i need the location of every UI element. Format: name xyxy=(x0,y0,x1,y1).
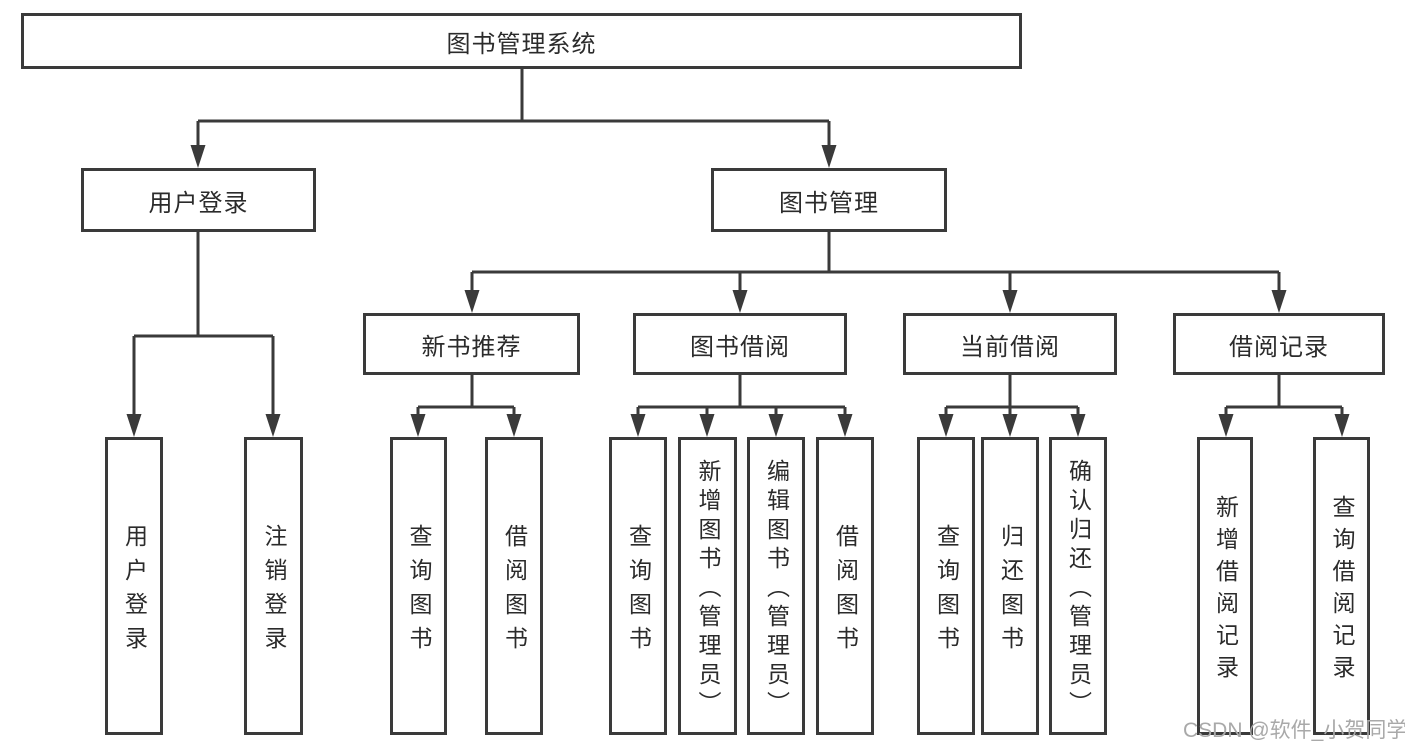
leaf-label: 新增图书（管理员） xyxy=(695,458,721,720)
leaf-label: 借阅图书 xyxy=(832,523,859,660)
leaf-edit-book-admin: 编辑图书（管理员） xyxy=(747,437,805,735)
leaf-return-books: 归还图书 xyxy=(981,437,1039,735)
node-label: 用户登录 xyxy=(148,189,249,217)
leaf-logout: 注销登录 xyxy=(244,437,303,735)
node-label: 借阅记录 xyxy=(1229,333,1329,361)
leaf-query-borrow-record: 查询借阅记录 xyxy=(1313,437,1370,735)
leaf-label: 查询图书 xyxy=(406,523,432,660)
leaf-query-books-recommend: 查询图书 xyxy=(390,437,447,735)
node-label: 当前借阅 xyxy=(960,333,1060,361)
leaf-label: 用户登录 xyxy=(121,523,148,660)
leaf-confirm-return-admin: 确认归还（管理员） xyxy=(1049,437,1107,735)
node-library-management-system: 图书管理系统 xyxy=(21,13,1022,69)
leaf-label: 确认归还（管理员） xyxy=(1065,458,1092,720)
node-current-borrowing: 当前借阅 xyxy=(903,313,1117,375)
leaf-label: 借阅图书 xyxy=(501,523,528,660)
leaf-label: 查询图书 xyxy=(933,523,960,660)
leaf-label: 查询借阅记录 xyxy=(1329,494,1355,687)
connector-stems xyxy=(132,69,1344,419)
node-new-book-recommendation: 新书推荐 xyxy=(363,313,580,375)
leaf-label: 查询图书 xyxy=(625,523,652,660)
node-label: 图书管理系统 xyxy=(446,30,597,58)
arrowheads xyxy=(126,145,1350,437)
node-label: 图书管理 xyxy=(779,189,879,217)
leaf-user-login: 用户登录 xyxy=(105,437,163,735)
node-label: 新书推荐 xyxy=(421,333,522,361)
node-label: 图书借阅 xyxy=(690,333,790,361)
node-book-borrowing: 图书借阅 xyxy=(633,313,847,375)
leaf-label: 编辑图书（管理员） xyxy=(763,458,790,720)
leaf-borrow-books-borrowing: 借阅图书 xyxy=(816,437,874,735)
node-user-login: 用户登录 xyxy=(81,168,316,232)
leaf-borrow-books-recommend: 借阅图书 xyxy=(485,437,543,735)
leaf-add-book-admin: 新增图书（管理员） xyxy=(678,437,737,735)
leaf-label: 注销登录 xyxy=(261,523,287,660)
csdn-watermark: CSDN @软件_小贺同学 xyxy=(1183,719,1405,742)
leaf-label: 归还图书 xyxy=(997,523,1024,660)
leaf-query-books-borrowing: 查询图书 xyxy=(609,437,667,735)
node-borrowing-records: 借阅记录 xyxy=(1173,313,1385,375)
leaf-label: 新增借阅记录 xyxy=(1212,494,1239,687)
leaf-add-borrow-record: 新增借阅记录 xyxy=(1197,437,1253,735)
node-book-management: 图书管理 xyxy=(711,168,947,232)
leaf-query-books-current: 查询图书 xyxy=(917,437,975,735)
